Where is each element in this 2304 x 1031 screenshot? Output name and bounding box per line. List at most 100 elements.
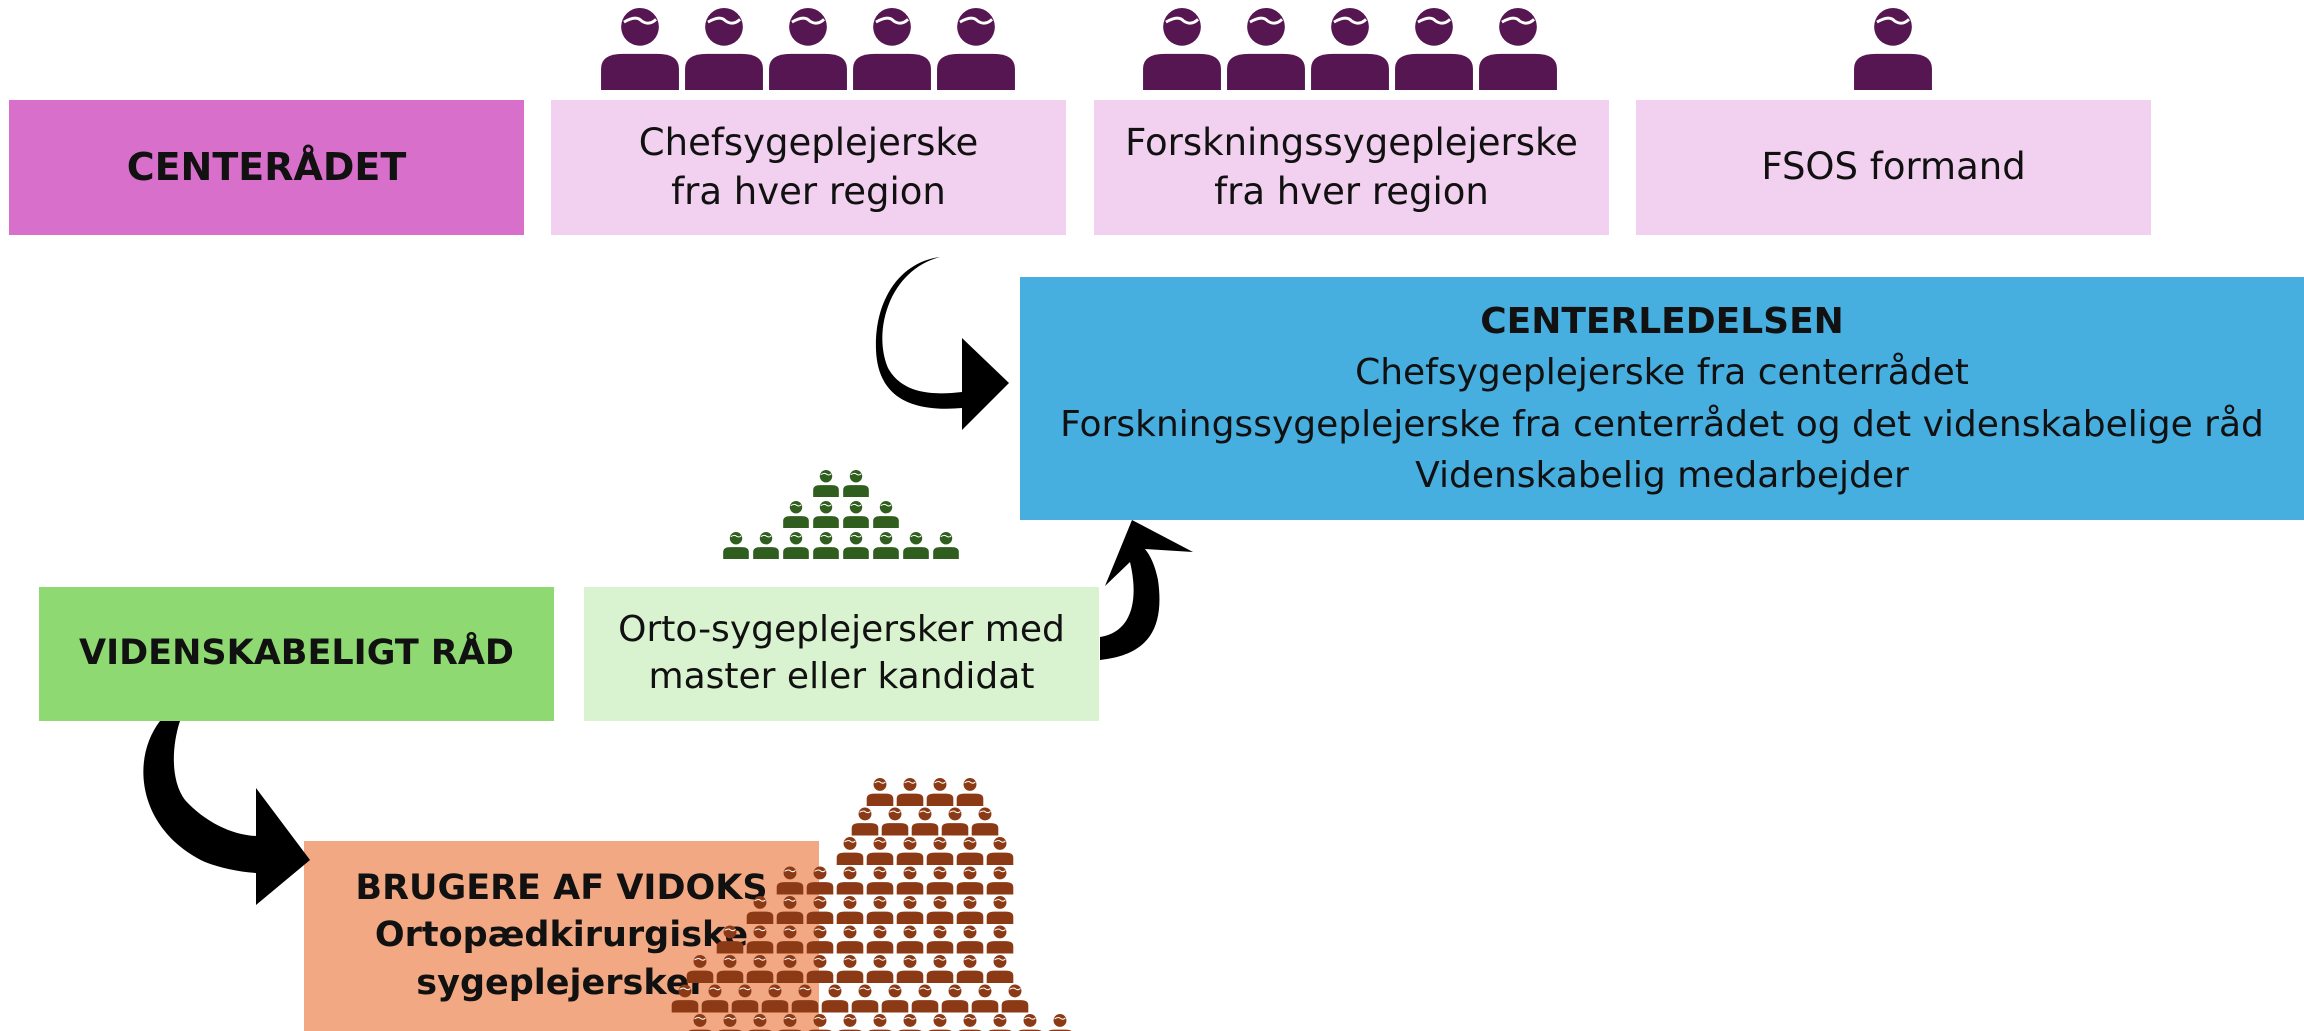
chefsygeplejerske-box: Chefsygeplejerske fra hver region (551, 100, 1066, 235)
person-icon (783, 532, 809, 559)
person-icon (813, 501, 839, 528)
centerledelsen-title: CENTERLEDELSEN (1480, 301, 1844, 343)
fsos-formand-label: FSOS formand (1761, 145, 2026, 189)
person-icon (851, 807, 879, 836)
person-icon (716, 925, 744, 954)
person-icon (941, 807, 969, 836)
person-icon (851, 984, 879, 1013)
brugere-box: BRUGERE AF VIDOKS Ortopædkirurgiske syge… (304, 841, 819, 1031)
person-icon (881, 984, 909, 1013)
person-icon (836, 866, 864, 895)
arrow-videnskabeligt-to-centerledelsen (1100, 520, 1193, 660)
person-icon (813, 532, 839, 559)
person-icon (776, 925, 804, 954)
curved-arrow-icon (1100, 520, 1193, 660)
person-icon (843, 532, 869, 559)
person-icon (926, 866, 954, 895)
person-icon (866, 896, 894, 924)
person-icon (896, 925, 924, 954)
person-icon (685, 8, 763, 90)
person-icon (806, 866, 834, 895)
forskningssygeplejerske-line-2: fra hver region (1214, 169, 1489, 213)
brugere-line-1: Ortopædkirurgiske (374, 915, 749, 956)
curved-arrow-icon (143, 721, 310, 905)
person-icon (836, 837, 864, 865)
person-icon (1479, 8, 1557, 90)
person-icon (821, 984, 849, 1013)
person-icon (753, 532, 779, 559)
centerledelsen-box: CENTERLEDELSEN Chefsygeplejerske fra cen… (1020, 277, 2304, 520)
centerledelsen-line-2: Forskningssygeplejerske fra centerrådet … (1060, 403, 2264, 445)
person-icon (937, 8, 1015, 90)
centerledelsen-line-1: Chefsygeplejerske fra centerrådet (1355, 352, 1969, 394)
person-icon (838, 1014, 862, 1031)
person-icon (776, 955, 804, 983)
person-icon (601, 8, 679, 90)
person-icon (986, 837, 1014, 865)
person-icon (701, 984, 729, 1013)
person-icon (1854, 8, 1932, 90)
arrow-videnskabeligt-to-brugere (143, 721, 310, 905)
person-icon (746, 955, 774, 983)
person-icon (866, 866, 894, 895)
person-icon (956, 896, 984, 924)
person-icon (986, 955, 1014, 983)
person-icon (776, 896, 804, 924)
person-icon (776, 866, 804, 895)
person-icon (896, 837, 924, 865)
person-icon (903, 532, 929, 559)
person-icon (791, 984, 819, 1013)
person-icon (866, 955, 894, 983)
person-icon (926, 837, 954, 865)
person-icon (866, 925, 894, 954)
person-icon (873, 532, 899, 559)
person-icon (971, 807, 999, 836)
person-icon (836, 925, 864, 954)
person-icon (746, 896, 774, 924)
person-icon (941, 984, 969, 1013)
person-icon (956, 778, 984, 806)
chefsygeplejerske-line-2: fra hver region (671, 169, 946, 213)
person-icon (853, 8, 931, 90)
brugere-line-2: sygeplejersker (416, 962, 707, 1003)
fsos-formand-box: FSOS formand (1636, 100, 2151, 235)
person-icon (843, 501, 869, 528)
person-icon (1227, 8, 1305, 90)
person-icon (896, 896, 924, 924)
person-icon (1143, 8, 1221, 90)
person-icon (956, 925, 984, 954)
person-icon (956, 955, 984, 983)
person-icon (911, 807, 939, 836)
person-icon (731, 984, 759, 1013)
person-icon (896, 778, 924, 806)
person-icon (761, 984, 789, 1013)
person-icon (866, 837, 894, 865)
person-icon (866, 778, 894, 806)
person-icon (926, 955, 954, 983)
brugere-title: BRUGERE AF VIDOKS (355, 867, 768, 908)
person-icon (986, 866, 1014, 895)
person-icon (1311, 8, 1389, 90)
arrow-centerraadet-to-centerledelsen (875, 257, 1009, 430)
person-icon (723, 532, 749, 559)
orto-sygeplejersker-line-2: master eller kandidat (648, 656, 1035, 697)
person-icon (986, 925, 1014, 954)
person-icon (971, 984, 999, 1013)
videnskabeligt-raad-title: VIDENSKABELIGT RÅD (79, 633, 514, 674)
centerledelsen-line-3: Videnskabelig medarbejder (1415, 454, 1909, 496)
person-icon (806, 955, 834, 983)
centerraadet-box: CENTERÅDET (9, 100, 524, 235)
person-icon (1001, 984, 1029, 1013)
person-icon (806, 925, 834, 954)
orto-sygeplejersker-box: Orto-sygeplejersker med master eller kan… (584, 587, 1099, 721)
forskningssygeplejerske-line-1: Forskningssygeplejerske (1125, 121, 1578, 165)
person-icon (843, 470, 869, 497)
person-icon (716, 955, 744, 983)
person-icon (881, 807, 909, 836)
person-icon (1395, 8, 1473, 90)
person-icon (926, 896, 954, 924)
person-icon (686, 955, 714, 983)
person-icon (926, 925, 954, 954)
